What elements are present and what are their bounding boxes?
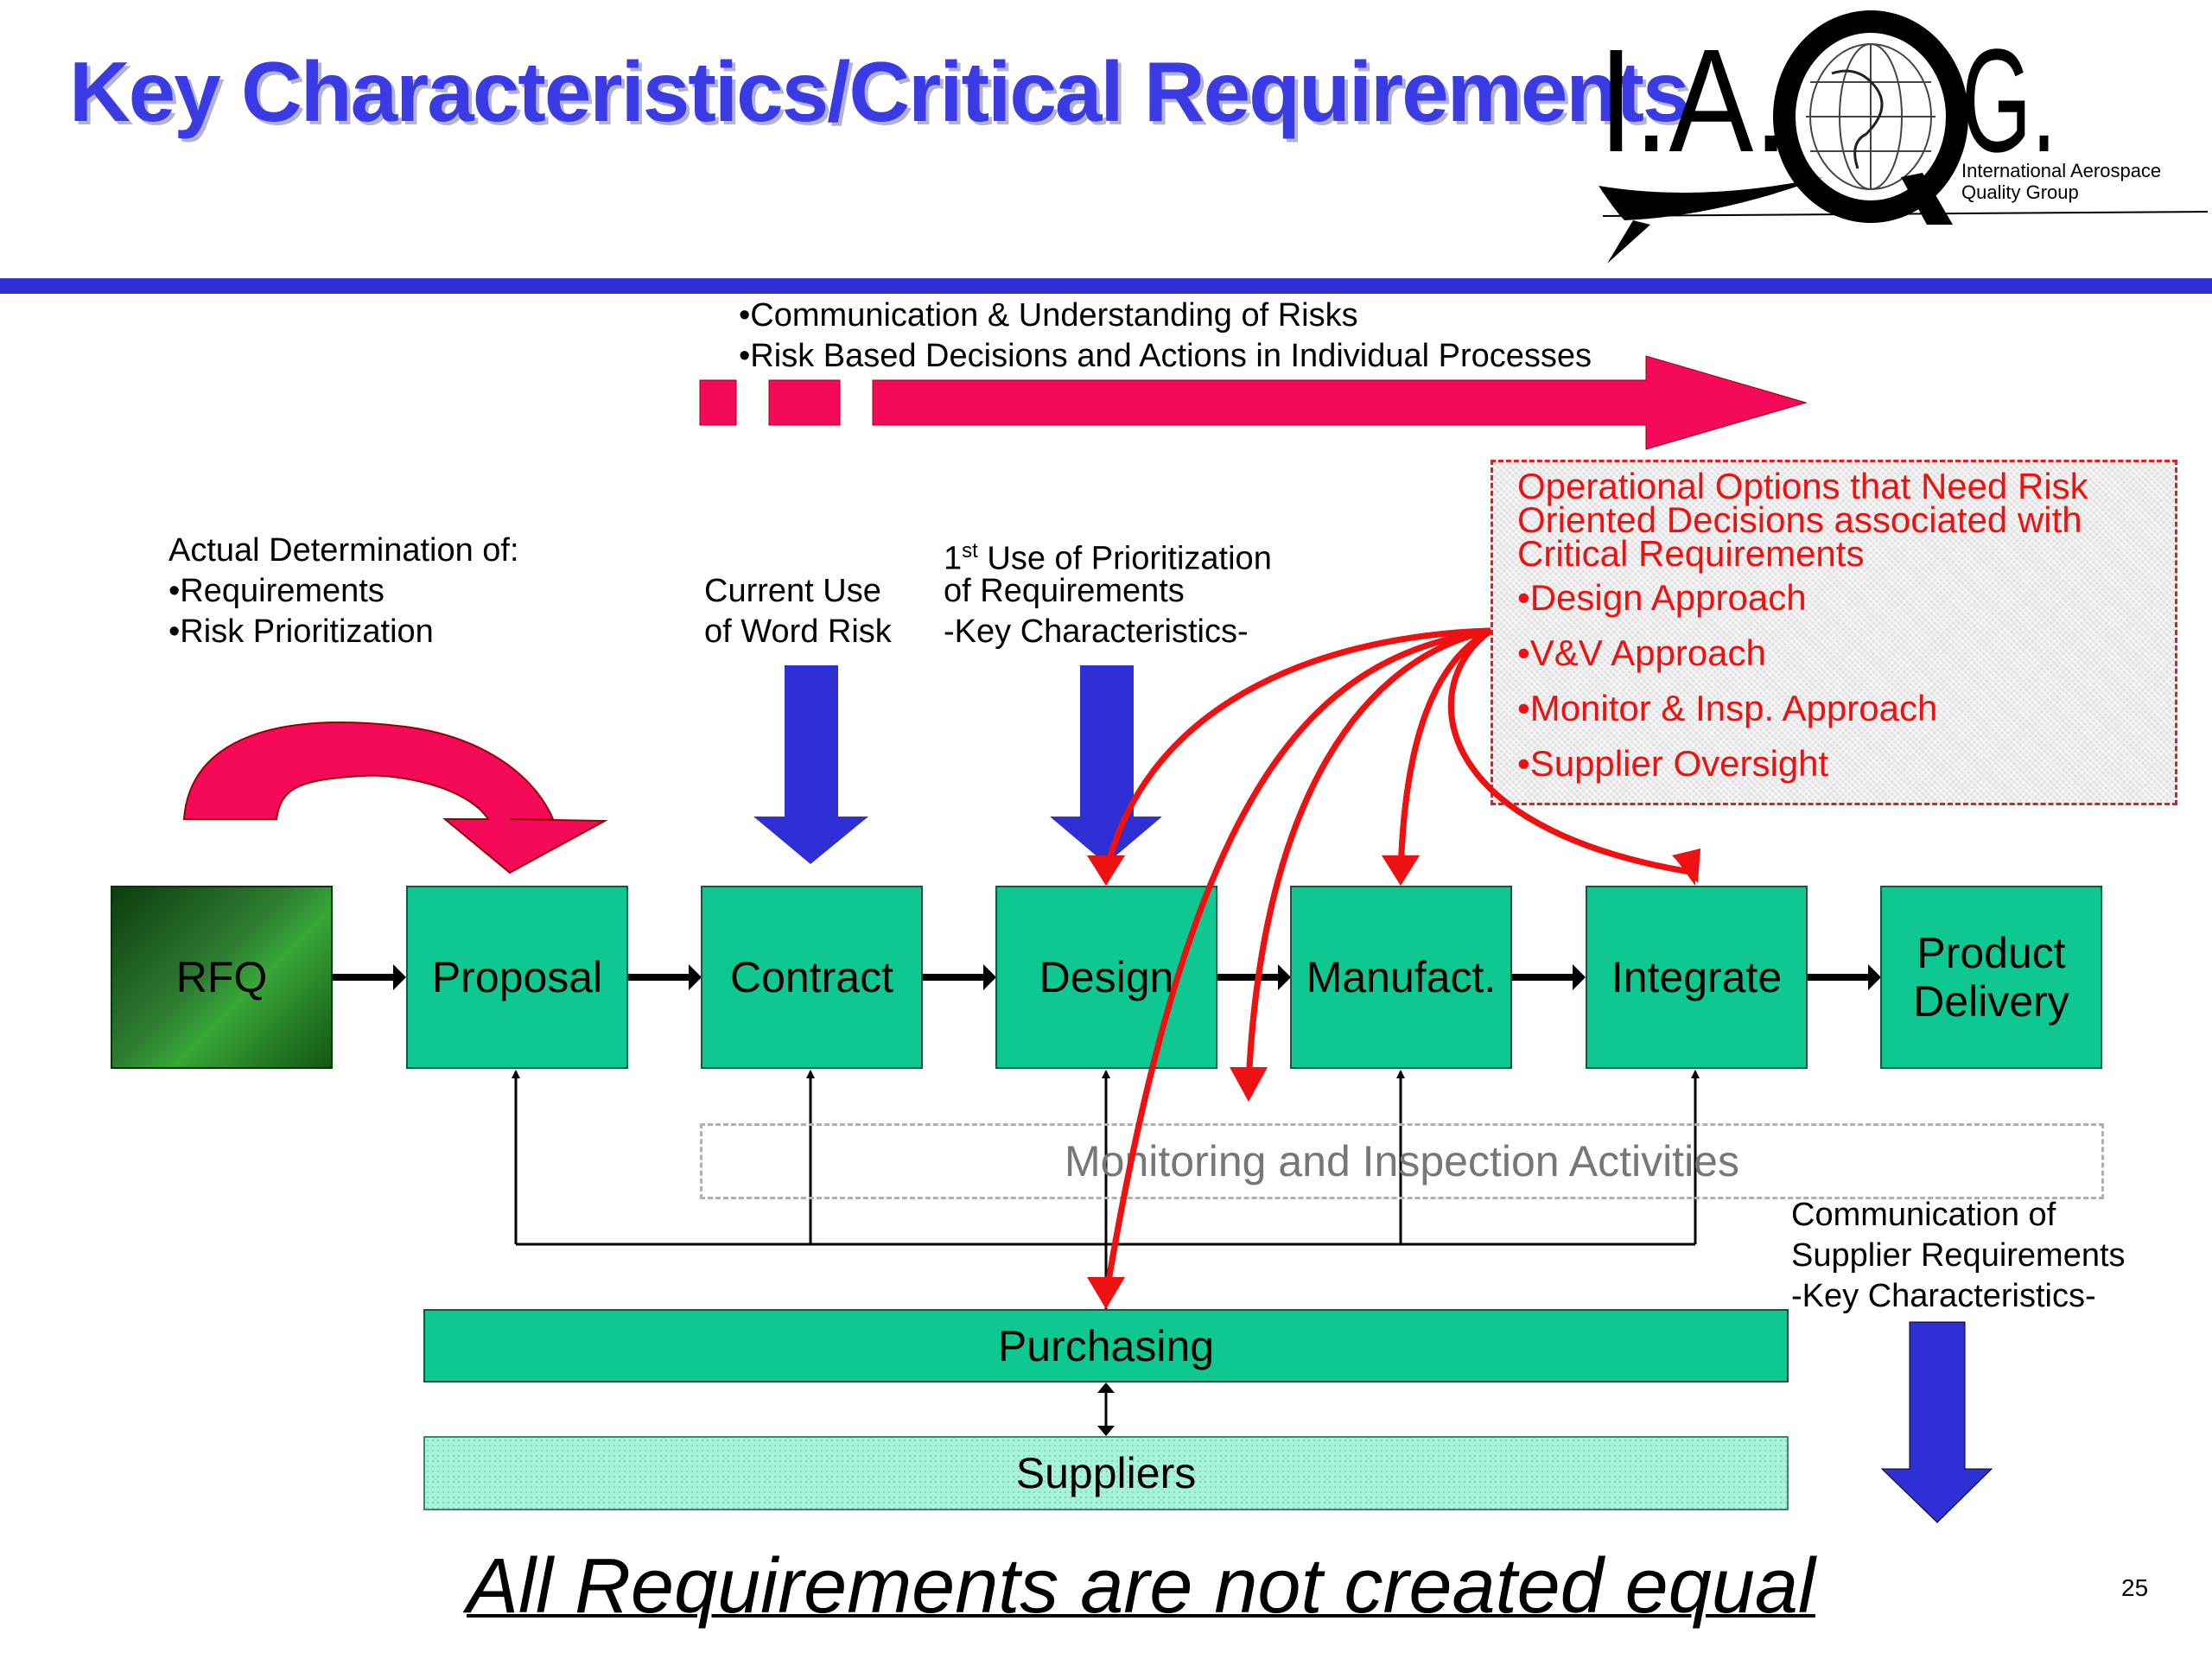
operational-item: •Design Approach	[1517, 577, 1807, 618]
purchasing-bar: Purchasing	[423, 1309, 1789, 1382]
page-title: Key Characteristics/Critical Requirement…	[69, 44, 1689, 139]
first-use-line1: 1st Use of Prioritization	[944, 539, 1272, 577]
delivery-line2: Delivery	[1913, 977, 2069, 1026]
risk-banner-arrow	[699, 355, 1808, 450]
logo-letters-left: I.A.	[1599, 19, 1789, 183]
logo-org-line2: Quality Group	[1961, 181, 2079, 203]
process-rfq: RFQ	[111, 886, 333, 1069]
first-use-line2: of Requirements	[944, 573, 1185, 609]
actual-determination-line3: •Risk Prioritization	[168, 613, 434, 650]
operational-heading-line2: Oriented Decisions associated with	[1517, 499, 2082, 540]
operational-item: •Supplier Oversight	[1517, 743, 1829, 784]
process-design: Design	[995, 886, 1217, 1069]
process-proposal: Proposal	[406, 886, 628, 1069]
iaqg-logo: I.A. G. International Aerospace Quality …	[1599, 10, 2209, 264]
header-rule	[0, 278, 2212, 294]
current-use-line2: of Word Risk	[704, 613, 892, 650]
process-contract: Contract	[701, 886, 923, 1069]
logo-letters-right: G.	[1961, 19, 2056, 183]
process-integrate: Integrate	[1586, 886, 1808, 1069]
operational-heading-line1: Operational Options that Need Risk	[1517, 466, 2088, 506]
banner-line-1: •Communication & Understanding of Risks	[739, 297, 1358, 334]
jet-icon	[1599, 177, 1823, 264]
operational-item: •V&V Approach	[1517, 632, 1766, 673]
blue-arrow-contract	[753, 665, 868, 864]
banner-line-2: •Risk Based Decisions and Actions in Ind…	[739, 338, 1592, 374]
supplier-comm-line1: Communication of	[1791, 1197, 2056, 1233]
operational-options-box: Operational Options that Need Risk Orien…	[1491, 460, 2177, 805]
supplier-comm-line3: -Key Characteristics-	[1791, 1278, 2096, 1314]
process-manufact: Manufact.	[1290, 886, 1512, 1069]
curved-arrow-rfq-proposal	[182, 721, 608, 874]
operational-item: •Monitor & Insp. Approach	[1517, 688, 1938, 728]
first-use-line3: -Key Characteristics-	[944, 613, 1249, 650]
blue-arrow-supplier	[1880, 1321, 1993, 1523]
page-number: 25	[2121, 1574, 2149, 1601]
operational-heading-line3: Critical Requirements	[1517, 533, 1865, 574]
logo-org-line1: International Aerospace	[1961, 160, 2161, 181]
supplier-comm-line2: Supplier Requirements	[1791, 1237, 2126, 1274]
actual-determination-line2: •Requirements	[168, 573, 385, 609]
suppliers-bar: Suppliers	[423, 1436, 1789, 1510]
delivery-line1: Product	[1916, 929, 2066, 977]
globe-icon	[1773, 10, 1968, 225]
footer-slogan: All Requirements are not created equal	[467, 1543, 1815, 1630]
process-product-delivery: Product Delivery	[1880, 886, 2102, 1069]
actual-determination-line1: Actual Determination of:	[168, 532, 519, 569]
current-use-line1: Current Use	[704, 573, 881, 609]
monitoring-activities-box: Monitoring and Inspection Activities	[700, 1123, 2104, 1199]
blue-arrow-design	[1050, 665, 1162, 864]
